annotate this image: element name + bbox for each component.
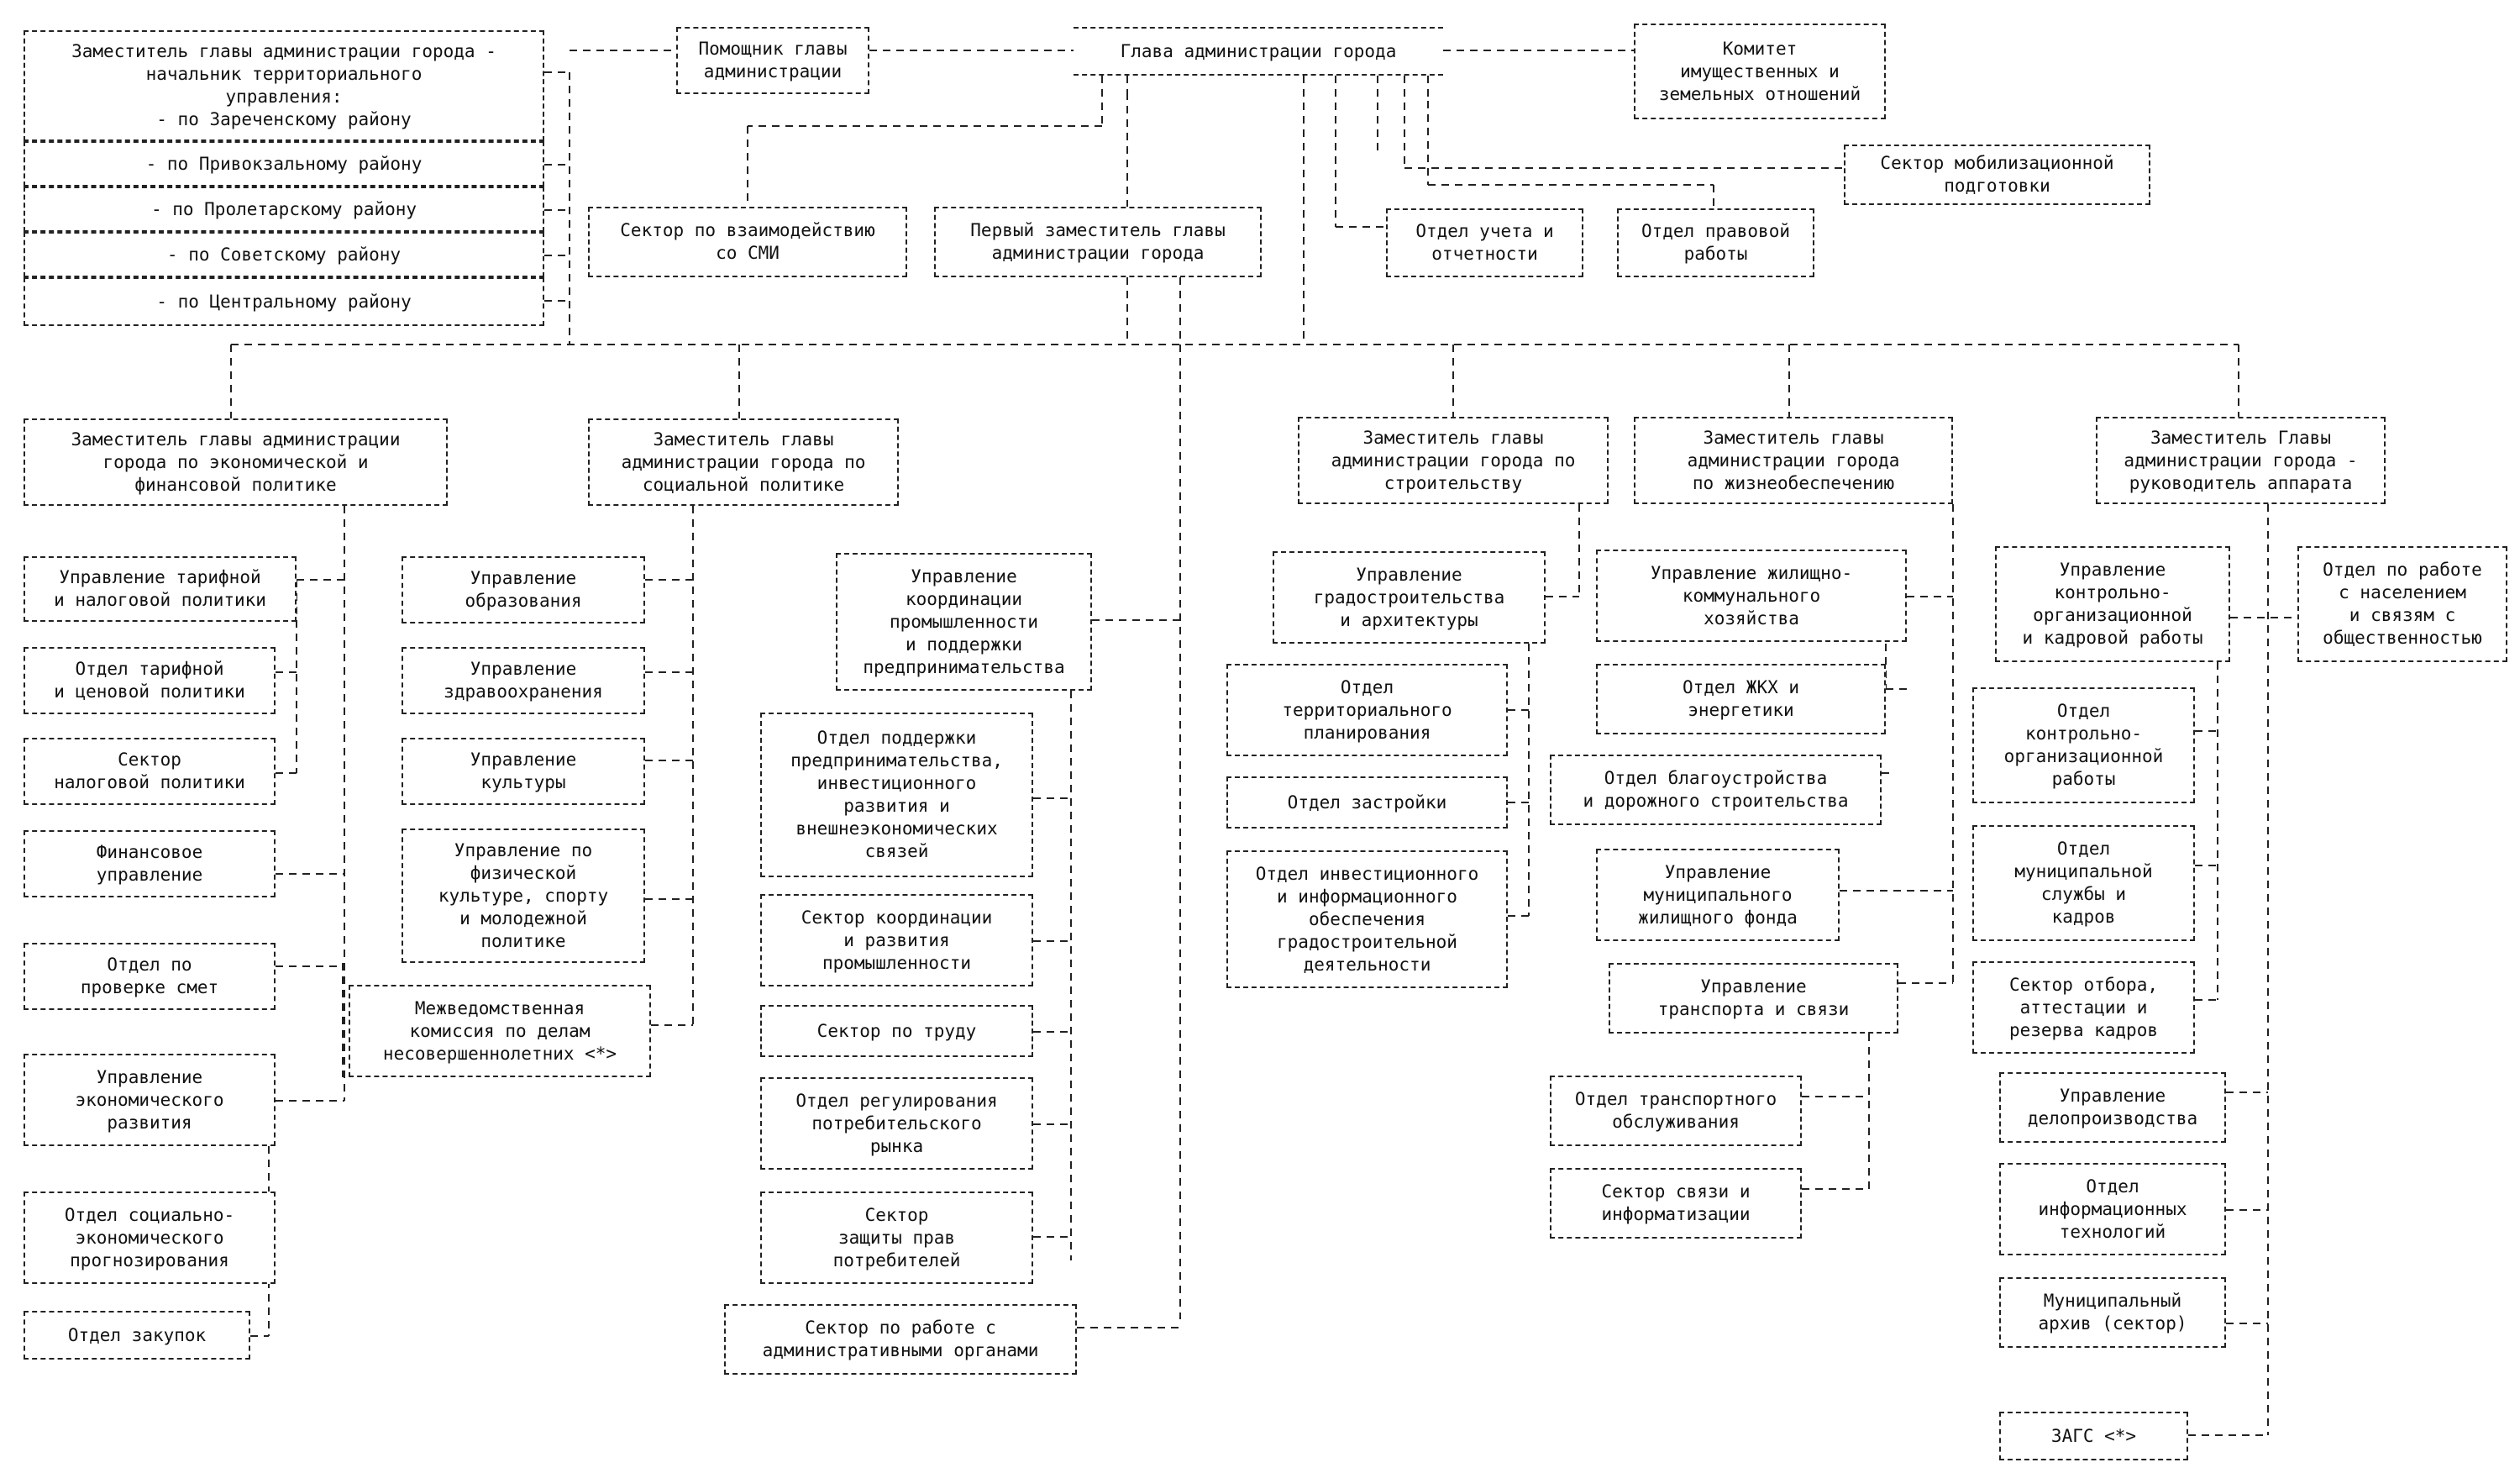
node-mobilization: Сектор мобилизационной подготовки — [1844, 145, 2150, 205]
node-labor: Сектор по труду — [760, 1005, 1033, 1057]
node-transport-dept: Отдел транспортного обслуживания — [1550, 1076, 1802, 1146]
node-culture: Управление культуры — [402, 738, 645, 805]
node-head: Глава администрации города — [1074, 27, 1443, 76]
node-paperwork: Управление делопроизводства — [1999, 1072, 2226, 1143]
node-terr-sovet: - по Советскому району — [24, 232, 544, 277]
node-build-deputy: Заместитель главы администрации города п… — [1298, 417, 1609, 504]
node-apparatus-deputy: Заместитель Главы администрации города -… — [2096, 417, 2386, 504]
node-terr-deputy: Заместитель главы администрации города -… — [24, 30, 544, 141]
node-tax-sector: Сектор налоговой политики — [24, 738, 276, 805]
node-industry-sector: Сектор координации и развития промышленн… — [760, 894, 1033, 986]
node-admin-organs: Сектор по работе с административными орг… — [724, 1304, 1077, 1375]
node-media: Сектор по взаимодействию со СМИ — [588, 207, 907, 277]
node-education: Управление образования — [402, 556, 645, 623]
node-legal: Отдел правовой работы — [1617, 208, 1814, 277]
node-it-dept: Отдел информационных технологий — [1999, 1163, 2226, 1255]
node-zags: ЗАГС <*> — [1999, 1412, 2188, 1460]
node-population: Отдел по работе с населением и связям с … — [2297, 546, 2507, 662]
node-terr-privokzal: - по Привокзальному району — [24, 141, 544, 187]
node-life-deputy: Заместитель главы администрации города п… — [1634, 417, 1953, 504]
node-business-dept: Отдел поддержки предпринимательства, инв… — [760, 713, 1033, 877]
node-terr-proletar: - по Пролетарскому району — [24, 187, 544, 232]
node-control-mgmt: Управление контрольно- организационной и… — [1995, 546, 2230, 662]
node-consumers: Сектор защиты прав потребителей — [760, 1192, 1033, 1284]
node-transport-mgmt: Управление транспорта и связи — [1609, 963, 1898, 1034]
node-estimates: Отдел по проверке смет — [24, 943, 276, 1010]
node-zhkh: Отдел ЖКХ и энергетики — [1596, 664, 1886, 734]
node-finance-mgmt: Финансовое управление — [24, 830, 276, 897]
node-first-deputy: Первый заместитель главы администрации г… — [934, 207, 1262, 277]
node-selection: Сектор отбора, аттестации и резерва кадр… — [1972, 961, 2195, 1054]
node-roads: Отдел благоустройства и дорожного строит… — [1550, 755, 1882, 825]
node-housing-fund: Управление муниципального жилищного фонд… — [1596, 849, 1840, 941]
node-service-dept: Отдел муниципальной службы и кадров — [1972, 825, 2195, 941]
node-industry-mgmt: Управление координации промышленности и … — [836, 553, 1092, 691]
node-committee: Комитет имущественных и земельных отноше… — [1634, 24, 1886, 119]
node-health: Управление здравоохранения — [402, 647, 645, 714]
node-social-deputy: Заместитель главы администрации города п… — [588, 418, 899, 506]
node-development: Отдел застройки — [1226, 776, 1508, 829]
node-minors: Межведомственная комиссия по делам несов… — [349, 985, 651, 1077]
node-assistant: Помощник главы администрации — [676, 27, 869, 94]
node-housing-mgmt: Управление жилищно- коммунального хозяйс… — [1596, 550, 1907, 642]
node-procurement: Отдел закупок — [24, 1311, 250, 1360]
node-tariff-mgmt: Управление тарифной и налоговой политики — [24, 556, 297, 622]
node-econ-dev: Управление экономического развития — [24, 1054, 276, 1146]
node-accounting: Отдел учета и отчетности — [1386, 208, 1583, 277]
node-invest-info: Отдел инвестиционного и информационного … — [1226, 850, 1508, 988]
node-communication: Сектор связи и информатизации — [1550, 1168, 1802, 1239]
node-econ-deputy: Заместитель главы администрации города п… — [24, 418, 448, 506]
node-territorial-planning: Отдел территориального планирования — [1226, 664, 1508, 756]
node-sport: Управление по физической культуре, спорт… — [402, 829, 645, 963]
node-urban-mgmt: Управление градостроительства и архитект… — [1273, 551, 1546, 644]
node-terr-central: - по Центральному району — [24, 277, 544, 326]
node-market: Отдел регулирования потребительского рын… — [760, 1077, 1033, 1170]
node-tariff-dept: Отдел тарифной и ценовой политики — [24, 647, 276, 714]
node-archive: Муниципальный архив (сектор) — [1999, 1277, 2226, 1348]
node-control-dept: Отдел контрольно- организационной работы — [1972, 687, 2195, 803]
node-forecast: Отдел социально- экономического прогнози… — [24, 1192, 276, 1284]
